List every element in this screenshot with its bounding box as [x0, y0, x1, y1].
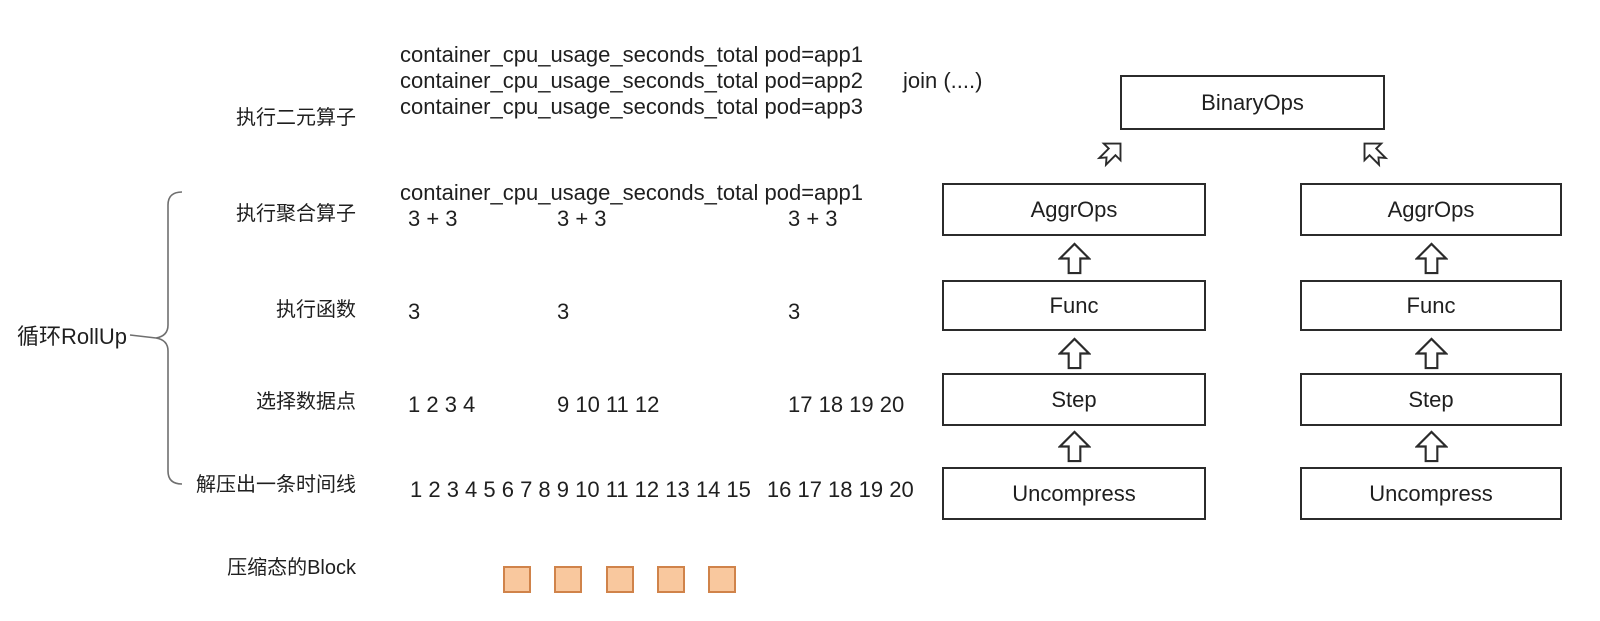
box-right-step: Step: [1300, 373, 1562, 426]
up-right-arrow-icon: [1090, 132, 1131, 173]
box-left-uncompress-label: Uncompress: [1012, 480, 1136, 506]
aggr-value-2: 3 + 3: [557, 206, 607, 231]
up-arrow-icon: [1415, 242, 1448, 275]
query-line-app3: container_cpu_usage_seconds_total pod=ap…: [400, 94, 863, 119]
query-line-app2: container_cpu_usage_seconds_total pod=ap…: [400, 68, 863, 93]
points-group-2: 9 10 11 12: [557, 392, 660, 417]
row-label-uncompress: 解压出一条时间线: [196, 474, 356, 496]
aggr-value-3: 3 + 3: [788, 206, 838, 231]
box-left-uncompress: Uncompress: [942, 467, 1206, 520]
compressed-block-square: [503, 566, 531, 593]
up-left-arrow-icon: [1353, 132, 1394, 173]
compressed-block-square: [656, 566, 685, 593]
row-label-binary-op: 执行二元算子: [236, 107, 356, 129]
box-left-step: Step: [942, 373, 1206, 426]
box-left-step-label: Step: [1051, 386, 1097, 412]
box-right-step-label: Step: [1408, 386, 1454, 412]
box-left-aggrops-label: AggrOps: [1030, 196, 1118, 222]
query-line-app1: container_cpu_usage_seconds_total pod=ap…: [400, 42, 863, 67]
row-label-func: 执行函数: [276, 299, 356, 321]
box-left-func: Func: [942, 280, 1206, 331]
aggr-query-line: container_cpu_usage_seconds_total pod=ap…: [400, 180, 863, 205]
box-right-aggrops: AggrOps: [1300, 183, 1562, 236]
up-arrow-icon: [1415, 337, 1448, 370]
func-value-2: 3: [557, 299, 570, 324]
compressed-block-square: [708, 566, 737, 593]
rollup-brace: [120, 185, 192, 493]
compressed-block-square: [554, 566, 583, 593]
box-left-func-label: Func: [1049, 292, 1099, 318]
row-label-select-points: 选择数据点: [256, 391, 356, 413]
points-group-1: 1 2 3 4: [408, 392, 476, 417]
row-label-compressed-block: 压缩态的Block: [227, 557, 356, 579]
box-left-aggrops: AggrOps: [942, 183, 1206, 236]
row-label-aggr-op: 执行聚合算子: [236, 203, 356, 225]
rollup-loop-label: 循环RollUp: [17, 324, 128, 349]
func-value-1: 3: [408, 299, 421, 324]
join-annotation: join (....): [903, 68, 983, 93]
box-right-uncompress: Uncompress: [1300, 467, 1562, 520]
compressed-block-square: [605, 566, 634, 593]
aggr-value-1: 3 + 3: [408, 206, 458, 231]
up-arrow-icon: [1058, 430, 1091, 463]
box-binaryops: BinaryOps: [1120, 75, 1385, 130]
box-binaryops-label: BinaryOps: [1201, 89, 1304, 115]
up-arrow-icon: [1058, 242, 1091, 275]
timeline-part-b: 16 17 18 19 20: [766, 477, 914, 502]
points-group-3: 17 18 19 20: [788, 392, 905, 417]
box-right-uncompress-label: Uncompress: [1369, 480, 1493, 506]
up-arrow-icon: [1058, 337, 1091, 370]
box-right-aggrops-label: AggrOps: [1387, 196, 1475, 222]
timeline-part-a: 1 2 3 4 5 6 7 8 9 10 11 12 13 14 15: [410, 477, 751, 502]
box-right-func: Func: [1300, 280, 1562, 331]
box-right-func-label: Func: [1406, 292, 1456, 318]
func-value-3: 3: [788, 299, 801, 324]
up-arrow-icon: [1415, 430, 1448, 463]
timeline-numbers: 1 2 3 4 5 6 7 8 9 10 11 12 13 14 15 16 17…: [410, 477, 914, 502]
